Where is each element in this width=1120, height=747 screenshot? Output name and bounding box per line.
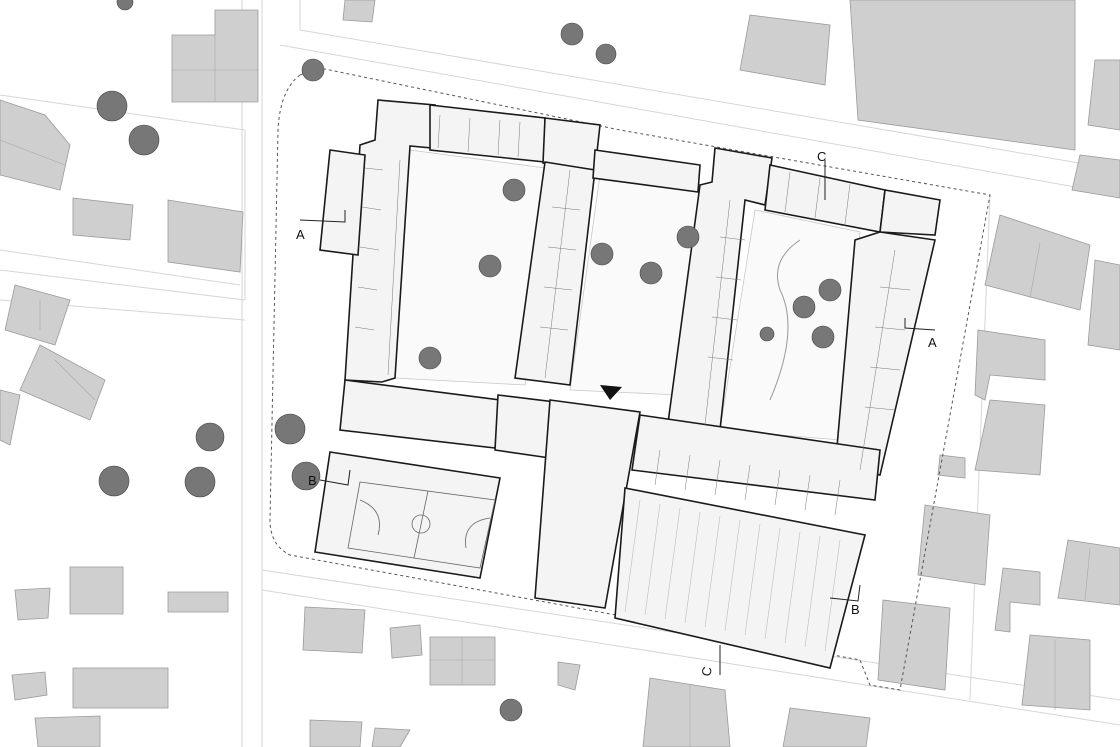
interior-partitions	[354, 114, 911, 516]
section-mark-c-top: C	[817, 149, 827, 164]
section-mark-a-left: A	[296, 227, 305, 242]
section-lines	[299, 160, 936, 675]
roof-ridges	[0, 35, 1091, 747]
section-mark-a-right: A	[928, 335, 937, 350]
entrance-triangle-icon	[600, 385, 622, 400]
courtyards	[394, 149, 861, 441]
courtyard-path	[769, 239, 801, 401]
section-mark-c-bottom: C	[698, 665, 715, 678]
sports-hall-lanes	[624, 499, 841, 652]
basketball-court	[347, 481, 496, 569]
section-mark-b-right: B	[851, 602, 860, 617]
section-mark-b-left: B	[308, 473, 317, 488]
trees	[96, 0, 842, 722]
site-boundary	[269, 67, 991, 691]
